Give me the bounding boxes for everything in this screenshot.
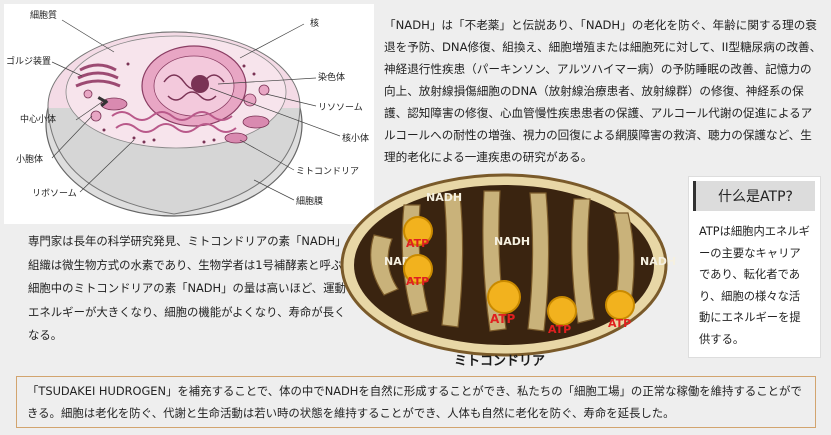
- nadh-label: NADH: [426, 191, 462, 204]
- conclusion-paragraph: 「TSUDAKEI HUDROGEN」を補充することで、体の中でNADHを自然に…: [27, 384, 802, 420]
- atp-molecule: ATP: [547, 296, 577, 336]
- cell-illustration: [45, 19, 341, 217]
- label-lysosome: リソソーム: [318, 103, 363, 113]
- atp-label: ATP: [608, 317, 631, 330]
- nadh-benefits-paragraph: 「NADH」は「不老薬」と伝説あり、「NADH」の老化を防ぐ、年齢に関する理の衰…: [384, 18, 822, 164]
- mito-caption: ミトコンドリア: [454, 354, 545, 369]
- nadh-intro-paragraph: 専門家は長年の科学研究発見、ミトコンドリアの素「NADH」組織は微生物方式の水素…: [28, 234, 354, 342]
- atp-label: ATP: [490, 312, 516, 326]
- atp-box-body: ATPは細胞内エネルギーの主要なキャリアであり、転化者であり、細胞の様々な活動に…: [699, 225, 810, 346]
- label-chromatin: 染色体: [318, 73, 346, 83]
- cell-diagram: 細胞質 核 ゴルジ装置 染色体 中心小体 リソソーム 核小体 小胞体 ミトコンド…: [4, 4, 374, 224]
- label-centrosome: 中心小体: [20, 115, 57, 125]
- mitochondria-diagram: NADH NADH NADH NADH ATP ATP ATP ATP ATP …: [334, 165, 684, 380]
- atp-info-box: 什么是ATP? ATPは細胞内エネルギーの主要なキャリアであり、転化者であり、細…: [688, 176, 821, 358]
- atp-molecule: ATP: [403, 254, 433, 288]
- label-vesicle: 小胞体: [16, 155, 44, 165]
- mitochondria-illustration: NADH NADH NADH NADH ATP ATP ATP ATP ATP …: [340, 173, 676, 369]
- atp-molecule: ATP: [605, 290, 635, 330]
- label-ribosome: リボソーム: [32, 189, 77, 199]
- atp-box-title: 什么是ATP?: [693, 181, 815, 211]
- label-nucleus: 核: [310, 19, 320, 29]
- atp-label: ATP: [406, 275, 429, 288]
- label-cytoplasm: 細胞質: [30, 11, 58, 21]
- nadh-label: NADH: [494, 235, 530, 248]
- nadh-label: NADH: [640, 255, 676, 268]
- atp-label: ATP: [548, 323, 571, 336]
- atp-molecule: ATP: [403, 216, 433, 250]
- atp-molecule: ATP: [487, 280, 521, 326]
- label-mitochondria: ミトコンドリア: [296, 167, 360, 177]
- label-golgi: ゴルジ装置: [6, 57, 52, 67]
- label-nucleolus: 核小体: [342, 134, 370, 144]
- conclusion-box: 「TSUDAKEI HUDROGEN」を補充することで、体の中でNADHを自然に…: [16, 376, 816, 428]
- atp-label: ATP: [406, 237, 429, 250]
- label-membrane: 細胞膜: [296, 197, 324, 207]
